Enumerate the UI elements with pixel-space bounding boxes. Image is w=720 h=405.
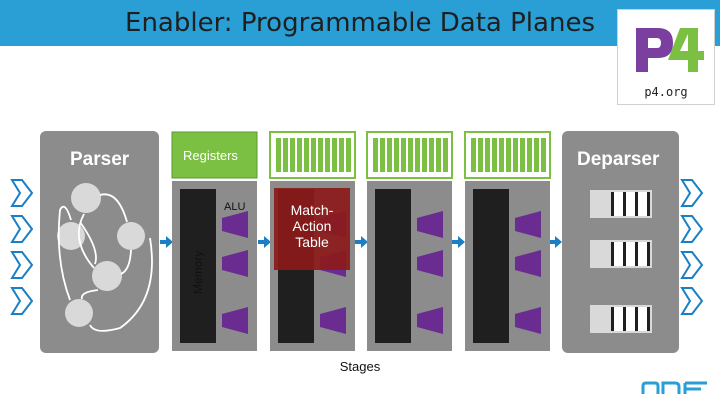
parser-state: [117, 222, 145, 250]
parser-label: Parser: [70, 149, 130, 170]
stage-3: [366, 131, 453, 351]
alu-unit: [515, 211, 541, 238]
input-arrows: [10, 179, 34, 315]
memory-column: [180, 189, 216, 343]
output-arrows: [680, 179, 704, 315]
p4-logo-icon: [636, 28, 704, 72]
alu-unit: [320, 307, 346, 334]
onf-logo-icon: [641, 381, 707, 394]
title-bar: [0, 0, 720, 46]
registers-label: Registers: [183, 148, 238, 163]
alu-unit: [515, 250, 541, 277]
alu-unit: [417, 307, 443, 334]
memory-column: [375, 189, 411, 343]
packet-buffer: [590, 190, 652, 218]
alu-unit: [515, 307, 541, 334]
match-action-label: Match- Action Table: [290, 202, 334, 250]
alu-label: ALU: [224, 201, 246, 213]
packet-buffer: [590, 305, 652, 333]
memory-column: [473, 189, 509, 343]
alu-unit: [417, 250, 443, 277]
parser-state: [65, 299, 93, 327]
parser-state: [71, 183, 101, 213]
alu-unit: [222, 211, 248, 238]
stages-label: Stages: [339, 359, 381, 374]
stage-arrows: [160, 236, 562, 248]
packet-buffer: [590, 240, 652, 268]
deparser-buffers: [590, 190, 652, 333]
registers-bar: [171, 131, 258, 179]
match-action-table: [274, 188, 350, 270]
deparser-label: Deparser: [577, 149, 660, 170]
parser-graph: [57, 183, 153, 332]
slide-title: Enabler: Programmable Data Planes: [125, 8, 595, 38]
p4-url: p4.org: [644, 85, 688, 99]
parser-state: [92, 261, 122, 291]
memory-label: Memory: [191, 250, 205, 294]
alu-unit: [222, 250, 248, 277]
parser-state: [57, 222, 85, 250]
stage-4: [464, 131, 551, 351]
alu-unit: [417, 211, 443, 238]
stage-2: [269, 131, 356, 351]
p4-logo: p4.org: [617, 9, 715, 105]
stage-1: [171, 131, 258, 351]
alu-unit: [222, 307, 248, 334]
